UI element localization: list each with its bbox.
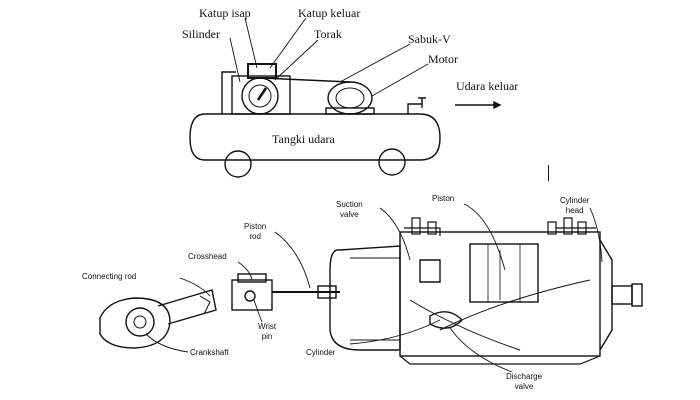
label-tangki-udara: Tangki udara xyxy=(272,132,335,146)
text-cursor-mark xyxy=(548,165,549,181)
piston xyxy=(469,243,539,303)
label-torak: Torak xyxy=(314,27,342,41)
crankshaft xyxy=(99,297,171,349)
label-connecting-rod: Connecting rod xyxy=(82,272,137,281)
tank-wheel-left xyxy=(224,150,252,178)
cylinder-head-fins xyxy=(411,217,587,235)
label-motor: Motor xyxy=(428,52,458,66)
label-udara-keluar: Udara keluar xyxy=(456,79,519,93)
label-cylinder-head: Cylinder head xyxy=(560,196,590,215)
label-katup-isap: Katup isap xyxy=(199,6,251,20)
cylinder-block xyxy=(399,231,601,357)
label-katup-keluar: Katup keluar xyxy=(298,6,361,20)
label-discharge-valve: Discharge valve xyxy=(506,372,543,391)
label-suction-valve: Suction valve xyxy=(336,200,363,219)
bottom-compressor-assembly xyxy=(99,203,643,373)
intake-pipe xyxy=(221,71,236,114)
cylinder-housing xyxy=(329,245,401,351)
label-wrist-pin: Wrist pin xyxy=(258,322,277,341)
suction-valve xyxy=(419,259,441,283)
motor-body xyxy=(327,81,373,115)
label-sabuk-v: Sabuk-V xyxy=(408,32,451,46)
top-compressor-assembly xyxy=(189,17,502,178)
label-crosshead: Crosshead xyxy=(188,252,227,261)
crosshead xyxy=(231,279,273,311)
air-tank xyxy=(189,113,441,161)
outlet-valve xyxy=(407,97,426,114)
label-piston: Piston xyxy=(432,194,455,203)
label-cylinder: Cylinder xyxy=(306,348,336,357)
label-piston-rod: Piston rod xyxy=(244,222,267,241)
label-silinder: Silinder xyxy=(182,27,220,41)
tank-wheel-right xyxy=(378,148,406,176)
connecting-rod xyxy=(157,289,217,325)
label-crankshaft: Crankshaft xyxy=(190,348,229,357)
